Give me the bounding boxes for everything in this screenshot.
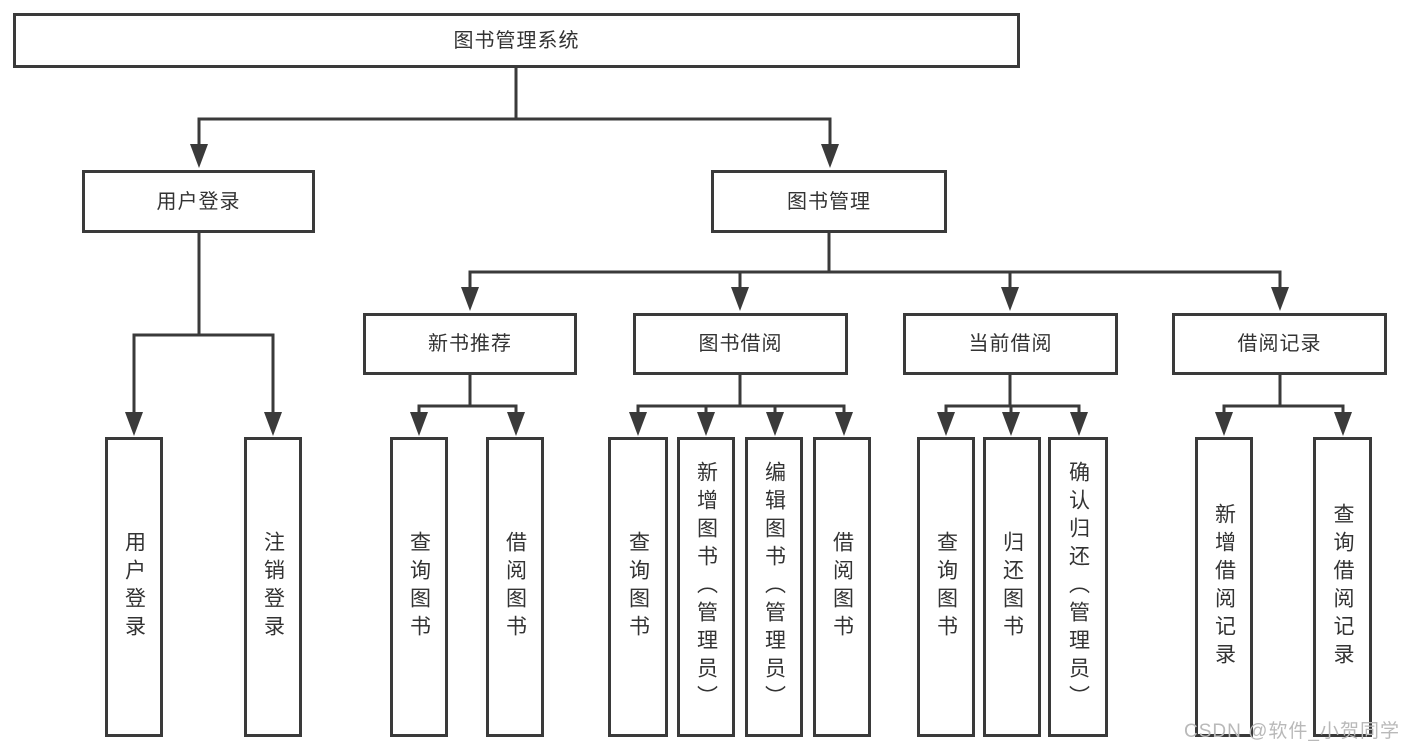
node-query-books-2: 查询图书 bbox=[608, 437, 668, 737]
node-borrow-records: 借阅记录 bbox=[1172, 313, 1387, 375]
node-user-login-leaf: 用户登录 bbox=[105, 437, 163, 737]
node-borrow-books-1: 借阅图书 bbox=[486, 437, 544, 737]
csdn-watermark: CSDN @软件_小贺同学 bbox=[1184, 721, 1400, 742]
node-logout-leaf: 注销登录 bbox=[244, 437, 302, 737]
node-edit-books-admin: 编辑图书（管理员） bbox=[745, 437, 803, 737]
node-query-borrow-record: 查询借阅记录 bbox=[1313, 437, 1372, 737]
node-add-books-admin: 新增图书（管理员） bbox=[677, 437, 735, 737]
node-query-books-3: 查询图书 bbox=[917, 437, 975, 737]
node-user-login: 用户登录 bbox=[82, 170, 315, 233]
node-borrow-books-2: 借阅图书 bbox=[813, 437, 871, 737]
node-book-borrowing: 图书借阅 bbox=[633, 313, 848, 375]
node-confirm-return-admin: 确认归还（管理员） bbox=[1048, 437, 1108, 737]
node-current-borrowing: 当前借阅 bbox=[903, 313, 1118, 375]
node-add-borrow-record: 新增借阅记录 bbox=[1195, 437, 1253, 737]
node-return-books: 归还图书 bbox=[983, 437, 1041, 737]
node-query-books-1: 查询图书 bbox=[390, 437, 448, 737]
node-library-management-system: 图书管理系统 bbox=[13, 13, 1020, 68]
node-book-management: 图书管理 bbox=[711, 170, 947, 233]
node-new-book-recommend: 新书推荐 bbox=[363, 313, 577, 375]
